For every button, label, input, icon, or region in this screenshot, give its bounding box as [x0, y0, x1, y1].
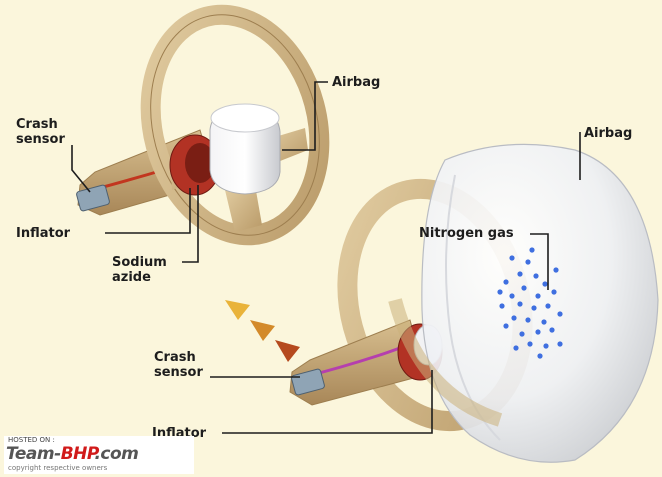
- nitrogen-gas-dot: [551, 289, 557, 295]
- label-crash-sensor-top: Crash sensor: [16, 117, 65, 147]
- nitrogen-gas-dot: [529, 247, 535, 253]
- leader-airbag-top: [282, 81, 328, 151]
- nitrogen-gas-dot: [535, 329, 541, 335]
- watermark-brand-highlight: BHP: [60, 444, 95, 464]
- watermark-hosted-on: HOSTED ON :: [8, 436, 55, 444]
- nitrogen-gas-dot: [521, 285, 527, 291]
- label-inflator-top: Inflator: [16, 226, 71, 241]
- label-crash-sensor-bottom: Crash sensor: [154, 350, 203, 380]
- nitrogen-gas-dot: [497, 289, 503, 295]
- nitrogen-gas-dot: [509, 255, 515, 261]
- label-sodium-azide: Sodium azide: [112, 255, 167, 285]
- nitrogen-gas-particles: [497, 247, 563, 359]
- watermark: HOSTED ON : Team-BHP.com copyright respe…: [4, 436, 194, 474]
- nitrogen-gas-dot: [525, 259, 531, 265]
- nitrogen-gas-dot: [525, 317, 531, 323]
- nitrogen-gas-dot: [541, 319, 547, 325]
- nitrogen-gas-dot: [537, 353, 543, 359]
- leader-nitrogen-gas: [530, 233, 549, 290]
- inflated-airbag: [421, 143, 659, 463]
- label-nitrogen-gas: Nitrogen gas: [419, 226, 514, 241]
- nitrogen-gas-dot: [543, 343, 549, 349]
- impact-arrow-2: [250, 320, 275, 341]
- watermark-brand: Team-BHP.com: [6, 444, 139, 464]
- nitrogen-gas-dot: [557, 341, 563, 347]
- label-sodium-azide-line2: azide: [112, 270, 151, 285]
- watermark-brand-prefix: Team-: [6, 444, 61, 464]
- bottom-steering-assembly: [289, 143, 659, 463]
- nitrogen-gas-dot: [557, 311, 563, 317]
- label-sodium-azide-line1: Sodium: [112, 255, 167, 270]
- leader-crash-sensor-top: [71, 145, 91, 193]
- leader-lines: [71, 81, 581, 434]
- nitrogen-gas-dot: [545, 303, 551, 309]
- nitrogen-gas-dot: [499, 303, 505, 309]
- nitrogen-gas-dot: [542, 281, 548, 287]
- label-crash-sensor-top-line2: sensor: [16, 132, 65, 147]
- label-airbag-right: Airbag: [584, 126, 633, 141]
- nitrogen-gas-dot: [531, 305, 537, 311]
- nitrogen-gas-dot: [503, 323, 509, 329]
- nitrogen-gas-dot: [513, 345, 519, 351]
- nitrogen-gas-dot: [503, 279, 509, 285]
- nitrogen-gas-dot: [509, 293, 515, 299]
- nitrogen-gas-dot: [519, 331, 525, 337]
- watermark-brand-suffix: .com: [94, 444, 139, 464]
- nitrogen-gas-dot: [535, 293, 541, 299]
- nitrogen-gas-dot: [517, 301, 523, 307]
- nitrogen-gas-dot: [533, 273, 539, 279]
- nitrogen-gas-dot: [553, 267, 559, 273]
- label-crash-sensor-bottom-line1: Crash: [154, 350, 196, 365]
- top-crash-sensor-unit: [76, 184, 110, 212]
- top-wheel-spoke-bottom: [225, 185, 262, 232]
- leader-inflator-top: [105, 188, 191, 234]
- nitrogen-gas-dot: [527, 341, 533, 347]
- leader-sodium-azide: [182, 185, 199, 263]
- bottom-crash-sensor-unit: [291, 368, 325, 396]
- leader-inflator-bottom: [222, 370, 433, 434]
- label-crash-sensor-top-line1: Crash: [16, 117, 58, 132]
- top-steering-assembly: [76, 4, 330, 246]
- label-crash-sensor-bottom-line2: sensor: [154, 365, 203, 380]
- watermark-copyright: copyright respective owners: [8, 464, 108, 472]
- nitrogen-gas-dot: [549, 327, 555, 333]
- nitrogen-gas-dot: [511, 315, 517, 321]
- impact-arrows: [225, 300, 300, 362]
- impact-arrow-3: [275, 340, 300, 362]
- label-airbag-top: Airbag: [332, 75, 381, 90]
- nitrogen-gas-dot: [517, 271, 523, 277]
- impact-arrow-1: [225, 300, 250, 320]
